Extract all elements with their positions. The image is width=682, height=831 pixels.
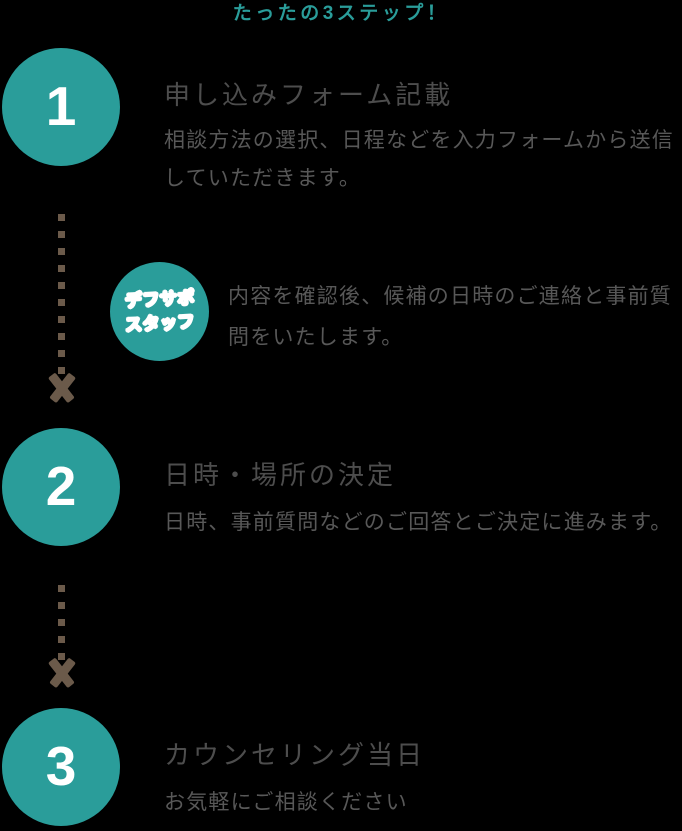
step-2-text-block: 日時・場所の決定 日時、事前質問などのご回答とご決定に進みます。	[164, 458, 674, 543]
arrow-down-icon	[47, 661, 77, 689]
step-3-heading: カウンセリング当日	[164, 740, 426, 770]
connector-arrow-1	[47, 214, 77, 414]
step-3-body: お気軽にご相談ください	[164, 791, 408, 814]
step-2-circle: 2	[2, 428, 120, 546]
page-title: たったの3ステップ！	[232, 3, 450, 24]
step-2-heading: 日時・場所の決定	[164, 460, 397, 490]
arrow-down-icon	[47, 376, 77, 404]
step-2-number: 2	[45, 454, 77, 517]
step-3-circle: 3	[2, 708, 120, 826]
step-2-body: 日時、事前質問などのご回答とご決定に進みます。	[164, 511, 673, 534]
connector-arrow-1-dots	[58, 214, 65, 379]
staff-note-text: 内容を確認後、候補の日時のご連絡と事前質問をいたします。	[228, 285, 672, 349]
step-1-heading: 申し込みフォーム記載	[164, 80, 454, 110]
step-3-text-block: カウンセリング当日 お気軽にご相談ください	[164, 738, 674, 823]
staff-badge-line-1: デフサポ	[124, 287, 195, 311]
connector-arrow-2-dots	[58, 585, 65, 663]
step-1-body: 相談方法の選択、日程などを入力フォームから送信していただきます。	[164, 129, 674, 190]
step-3-number: 3	[45, 734, 77, 797]
connector-arrow-2	[47, 585, 77, 690]
staff-badge: デフサポ スタッフ	[110, 262, 209, 361]
step-1-text-block: 申し込みフォーム記載 相談方法の選択、日程などを入力フォームから送信していただき…	[164, 78, 674, 198]
staff-badge-line-2: スタッフ	[124, 311, 195, 335]
step-1-number: 1	[45, 74, 77, 137]
step-1-circle: 1	[2, 48, 120, 166]
